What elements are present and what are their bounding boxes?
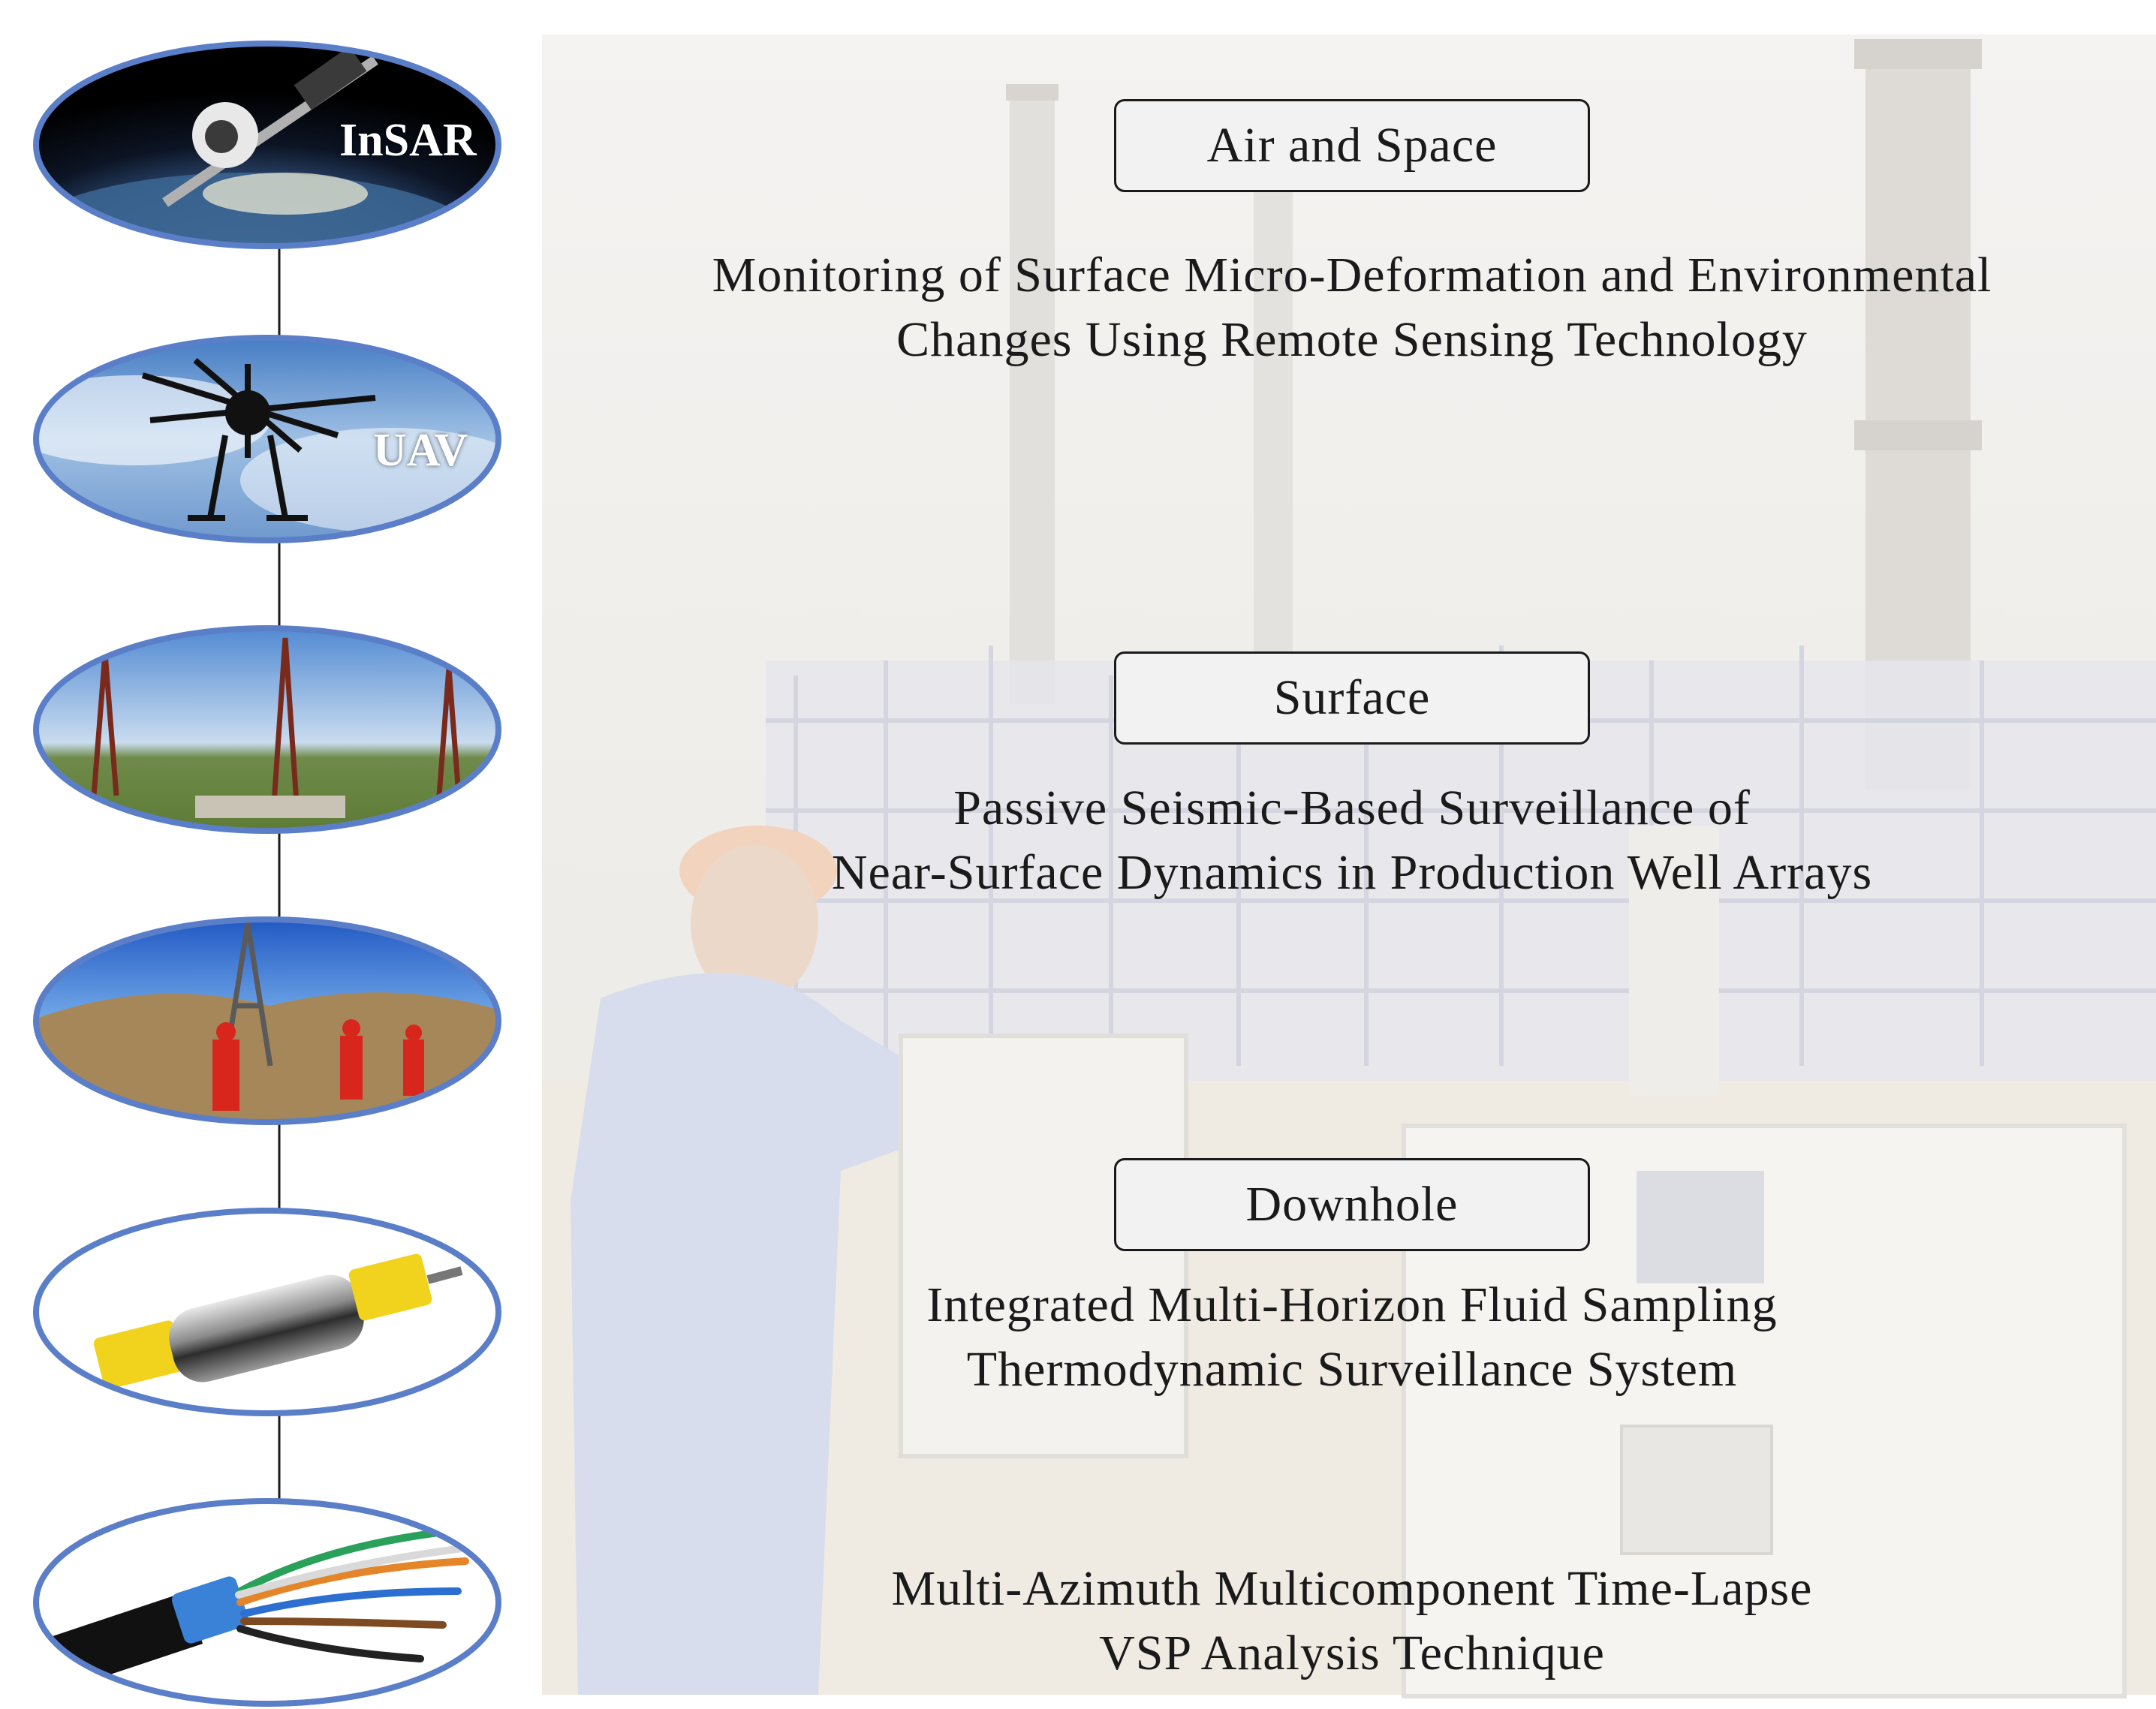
air-and-space-description: Monitoring of Surface Micro-Deformation … xyxy=(548,240,2156,375)
description-line: Multi-Azimuth Multicomponent Time-Lapse xyxy=(891,1561,1813,1616)
description-line: Monitoring of Surface Micro-Deformation … xyxy=(712,248,1992,302)
downhole-box: Downhole xyxy=(1114,1158,1590,1251)
drilling-rigs-oval xyxy=(33,625,501,834)
satellite-icon xyxy=(162,46,378,207)
drone-icon xyxy=(141,357,376,521)
insar-oval xyxy=(33,41,501,249)
description-line: Thermodynamic Surveillance System xyxy=(966,1342,1738,1397)
description-line: Integrated Multi-Horizon Fluid Sampling xyxy=(926,1277,1778,1332)
workers-icon xyxy=(212,1019,424,1111)
uav-oval xyxy=(33,335,501,543)
insar-label: InSAR xyxy=(339,115,477,166)
field-crew-oval xyxy=(33,916,501,1125)
description-line: Passive Seismic-Based Surveillance of xyxy=(953,781,1751,835)
uav-label: UAV xyxy=(373,425,468,476)
description-line: Changes Using Remote Sensing Technology xyxy=(896,312,1808,367)
fiber-cable-oval xyxy=(33,1498,501,1707)
downhole-description: Integrated Multi-Horizon Fluid Sampling … xyxy=(548,1270,2156,1405)
sampling-tool-icon xyxy=(93,1253,463,1389)
air-and-space-box: Air and Space xyxy=(1114,99,1590,192)
description-line: Near-Surface Dynamics in Production Well… xyxy=(831,845,1873,900)
surface-box: Surface xyxy=(1114,651,1590,745)
description-line: VSP Analysis Technique xyxy=(1099,1626,1605,1680)
drill-tower-icon xyxy=(222,922,273,1067)
surface-description: Passive Seismic-Based Surveillance of Ne… xyxy=(548,773,2156,908)
vsp-description: Multi-Azimuth Multicomponent Time-Lapse … xyxy=(548,1554,2156,1689)
downhole-tool-oval xyxy=(33,1208,501,1416)
